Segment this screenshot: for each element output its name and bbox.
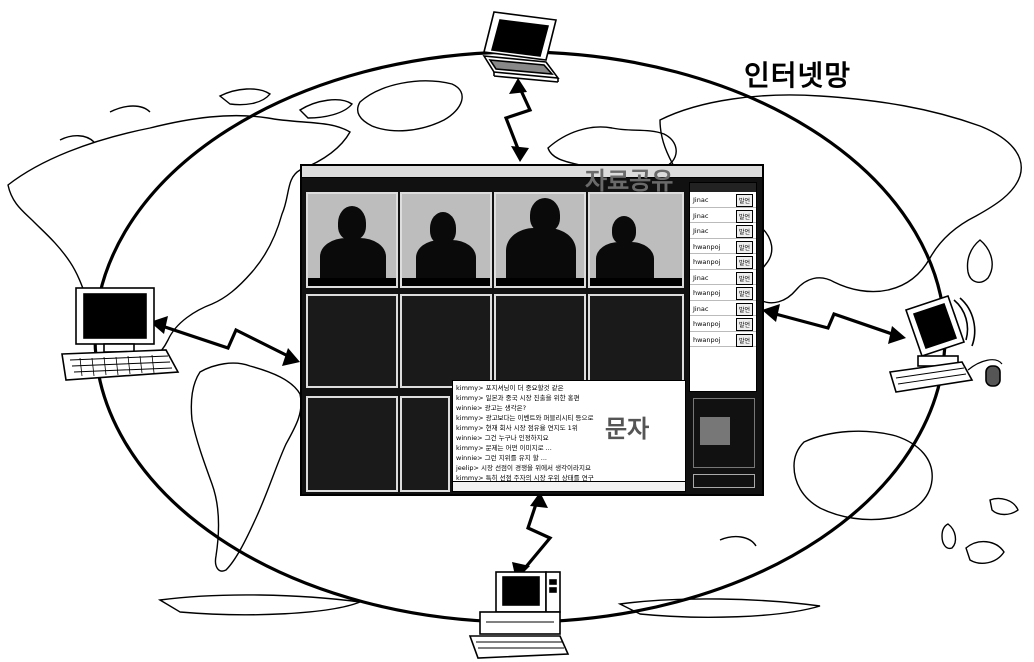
participant-row[interactable]: Jinac 발언 xyxy=(690,192,756,208)
speak-button[interactable]: 발언 xyxy=(736,303,753,316)
conference-window: kimmy> 포지셔닝이 더 중요할것 같은 kimmy> 일본과 중국 시장 … xyxy=(300,164,764,496)
video-caption xyxy=(308,278,396,286)
video-tile[interactable] xyxy=(306,396,398,492)
chat-input[interactable] xyxy=(453,481,685,491)
speak-button[interactable]: 발언 xyxy=(736,225,753,238)
continent-greenland xyxy=(358,81,463,131)
participant-row[interactable]: hwanpoj 발언 xyxy=(690,332,756,348)
participant-panel: Jinac 발언 Jinac 발언 Jinac 발언 hwanpoj 발언 hwanpo… xyxy=(689,182,757,490)
participant-name: hwanpoj xyxy=(693,289,720,297)
participant-head xyxy=(530,198,560,232)
video-caption xyxy=(402,278,490,286)
participant-row[interactable]: Jinac 발언 xyxy=(690,270,756,286)
participant-row[interactable]: Jinac 발언 xyxy=(690,223,756,239)
video-caption xyxy=(590,278,682,286)
continent-south-america xyxy=(191,363,301,571)
chat-overlay-label: 문자 xyxy=(605,417,649,441)
side-action-button[interactable] xyxy=(693,474,755,488)
video-tile[interactable] xyxy=(306,192,398,288)
monitor-computer-icon xyxy=(890,296,1002,392)
chat-line: kimmy> 포지셔닝이 더 중요할것 같은 xyxy=(456,383,564,393)
speak-button[interactable]: 발언 xyxy=(736,241,753,254)
participant-name: hwanpoj xyxy=(693,243,720,251)
continent-north-america xyxy=(8,116,350,361)
participant-body xyxy=(506,228,576,284)
video-caption xyxy=(496,278,584,286)
participant-row[interactable]: hwanpoj 발언 xyxy=(690,316,756,332)
video-tile[interactable] xyxy=(400,396,450,492)
speak-button[interactable]: 발언 xyxy=(736,287,753,300)
participant-row[interactable]: hwanpoj 발언 xyxy=(690,254,756,270)
chat-line: winnie> 그런 지위를 유지 할 ... xyxy=(456,453,547,463)
participant-row[interactable]: Jinac 발언 xyxy=(690,208,756,224)
side-preview-panel xyxy=(693,398,755,468)
participant-row[interactable]: hwanpoj 발언 xyxy=(690,239,756,255)
participant-name: Jinac xyxy=(693,212,708,220)
participant-name: Jinac xyxy=(693,274,708,282)
participant-list: Jinac 발언 Jinac 발언 Jinac 발언 hwanpoj 발언 hwanpo… xyxy=(689,182,757,392)
speak-button[interactable]: 발언 xyxy=(736,194,753,207)
participant-name: Jinac xyxy=(693,196,708,204)
arrow-head xyxy=(762,304,780,322)
arrow-head xyxy=(509,78,527,94)
speak-button[interactable]: 발언 xyxy=(736,334,753,347)
video-tile[interactable] xyxy=(400,192,492,288)
participant-row[interactable]: hwanpoj 발언 xyxy=(690,285,756,301)
video-tile[interactable] xyxy=(306,294,398,388)
video-tile[interactable] xyxy=(494,192,586,288)
video-tile[interactable] xyxy=(588,192,684,288)
connection-bottom xyxy=(520,498,550,574)
participant-name: hwanpoj xyxy=(693,336,720,344)
chat-line: kimmy> 광고보다는 이벤트와 퍼블리시티 등으로 xyxy=(456,413,593,423)
chat-line: winnie> 광고는 생각은? xyxy=(456,403,526,413)
arrow-head xyxy=(511,146,529,162)
chat-line: winnie> 그건 누구나 인정하지요 xyxy=(456,433,549,443)
speak-button[interactable]: 발언 xyxy=(736,210,753,223)
video-tile[interactable] xyxy=(588,294,684,388)
laptop-icon xyxy=(484,12,558,82)
speak-button[interactable]: 발언 xyxy=(736,256,753,269)
arrow-head xyxy=(282,348,300,366)
participant-row[interactable]: Jinac 발언 xyxy=(690,301,756,317)
chat-line: kimmy> 문제는 어떤 이미지로 ... xyxy=(456,443,552,453)
chat-panel: kimmy> 포지셔닝이 더 중요할것 같은 kimmy> 일본과 중국 시장 … xyxy=(452,380,686,492)
participant-name: hwanpoj xyxy=(693,320,720,328)
video-tile[interactable] xyxy=(400,294,492,388)
video-tile[interactable] xyxy=(494,294,586,388)
speak-button[interactable]: 발언 xyxy=(736,272,753,285)
participant-name: hwanpoj xyxy=(693,258,720,266)
pc-icon xyxy=(470,572,568,658)
speak-button[interactable]: 발언 xyxy=(736,318,753,331)
participant-head xyxy=(612,216,636,244)
connection-top xyxy=(506,84,530,154)
side-preview-box xyxy=(700,417,730,445)
chat-line: kimmy> 일본과 중국 시장 진출을 위한 홍편 xyxy=(456,393,580,403)
participant-name: Jinac xyxy=(693,227,708,235)
connection-right xyxy=(768,312,898,336)
participant-list-header xyxy=(690,183,756,192)
participant-name: Jinac xyxy=(693,305,708,313)
connection-left xyxy=(156,324,292,358)
desktop-computer-icon xyxy=(62,288,178,380)
participant-head xyxy=(338,206,366,240)
chat-line: jeelip> 시장 선점이 경쟁을 위에서 생각이라지요 xyxy=(456,463,591,473)
chat-line: kimmy> 현재 회사 시장 점유율 연지도 1위 xyxy=(456,423,578,433)
window-titlebar xyxy=(302,166,762,178)
arrow-head xyxy=(888,326,906,344)
network-label: 인터넷망 xyxy=(744,54,851,94)
shared-data-label: 자료공유 xyxy=(585,169,673,193)
